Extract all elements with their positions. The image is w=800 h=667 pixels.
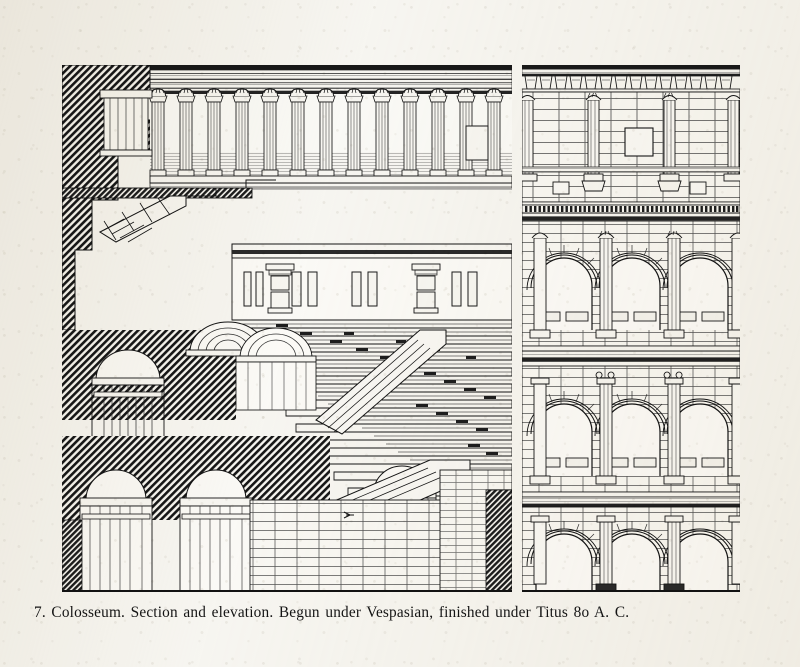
portico-column [148,88,168,177]
third-arcade [522,220,740,347]
upper-colonnade [99,88,512,190]
elevation-panel [522,65,740,592]
plate-caption: 7. Colosseum. Section and elevation. Beg… [34,604,630,621]
second-arcade [522,365,740,493]
portico-pilaster-section [99,89,153,157]
modillion-bracket [524,75,733,90]
attic-storey [522,91,740,203]
entablature-second [522,491,740,508]
groin-vault [91,349,165,440]
entablature-third [522,345,740,367]
crowning-cornice [522,65,740,93]
attic-wall-section [231,243,512,321]
upper-stair-run [62,179,276,243]
first-arcade [522,506,740,592]
dentil-course [522,201,740,221]
section-panel [62,65,512,592]
